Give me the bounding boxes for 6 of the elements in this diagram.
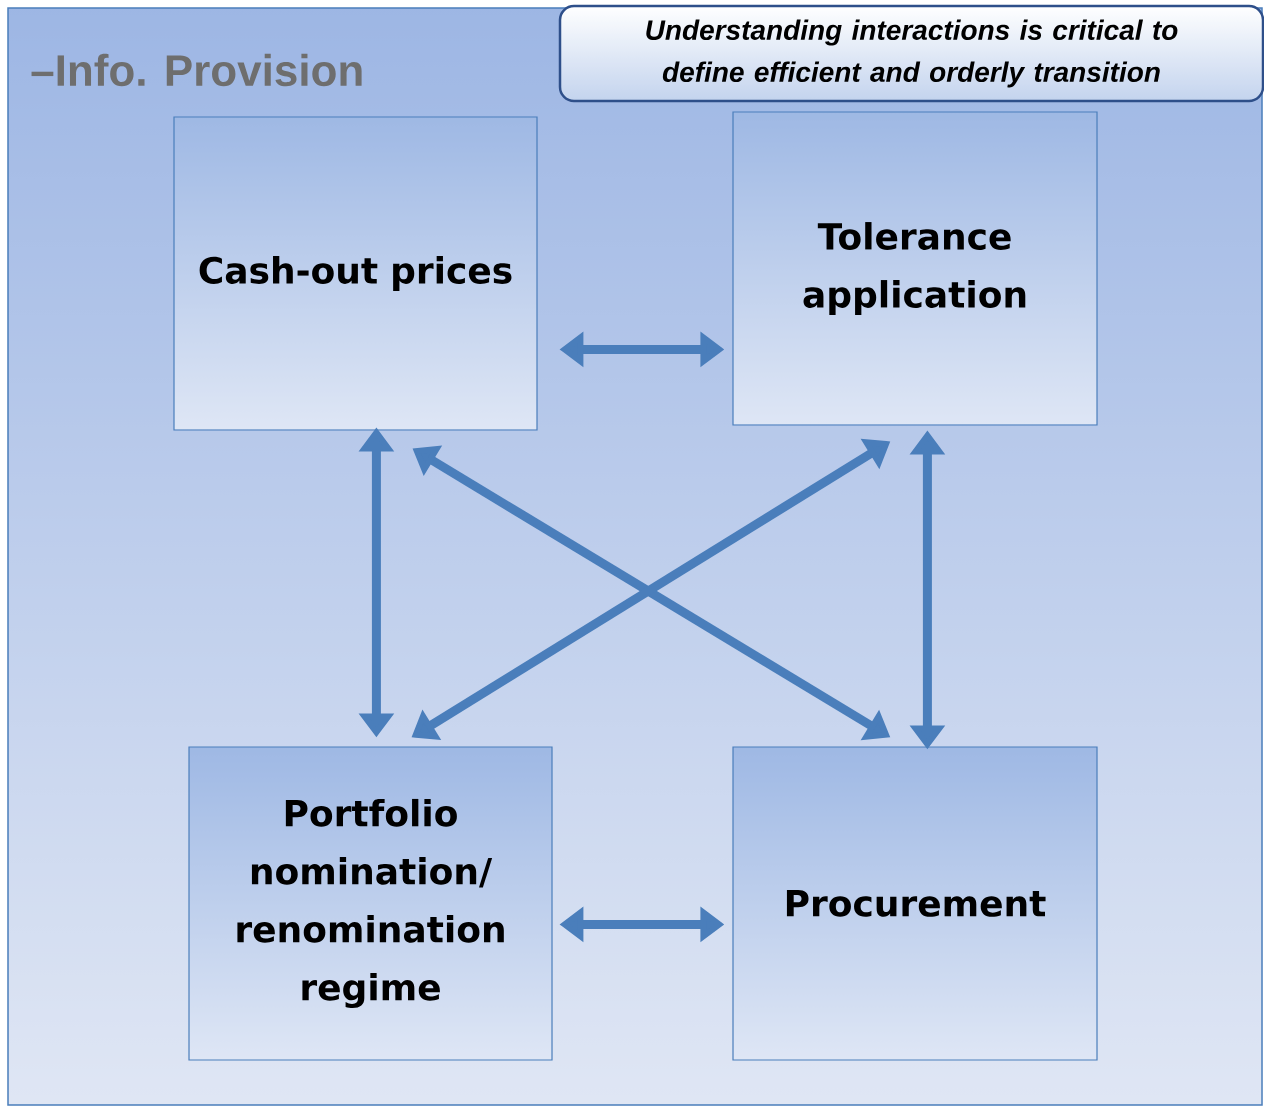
process-box: Procurement bbox=[732, 746, 1098, 1061]
callout-box: Understanding interactions is critical to define efficient and orderly transition bbox=[558, 4, 1264, 103]
process-box: Cash-out prices bbox=[173, 116, 538, 431]
process-box: Portfolio nomination/ renomination regime bbox=[188, 746, 553, 1061]
panel-title: –Info. Provision bbox=[31, 53, 362, 87]
process-box: Tolerance application bbox=[732, 111, 1098, 426]
